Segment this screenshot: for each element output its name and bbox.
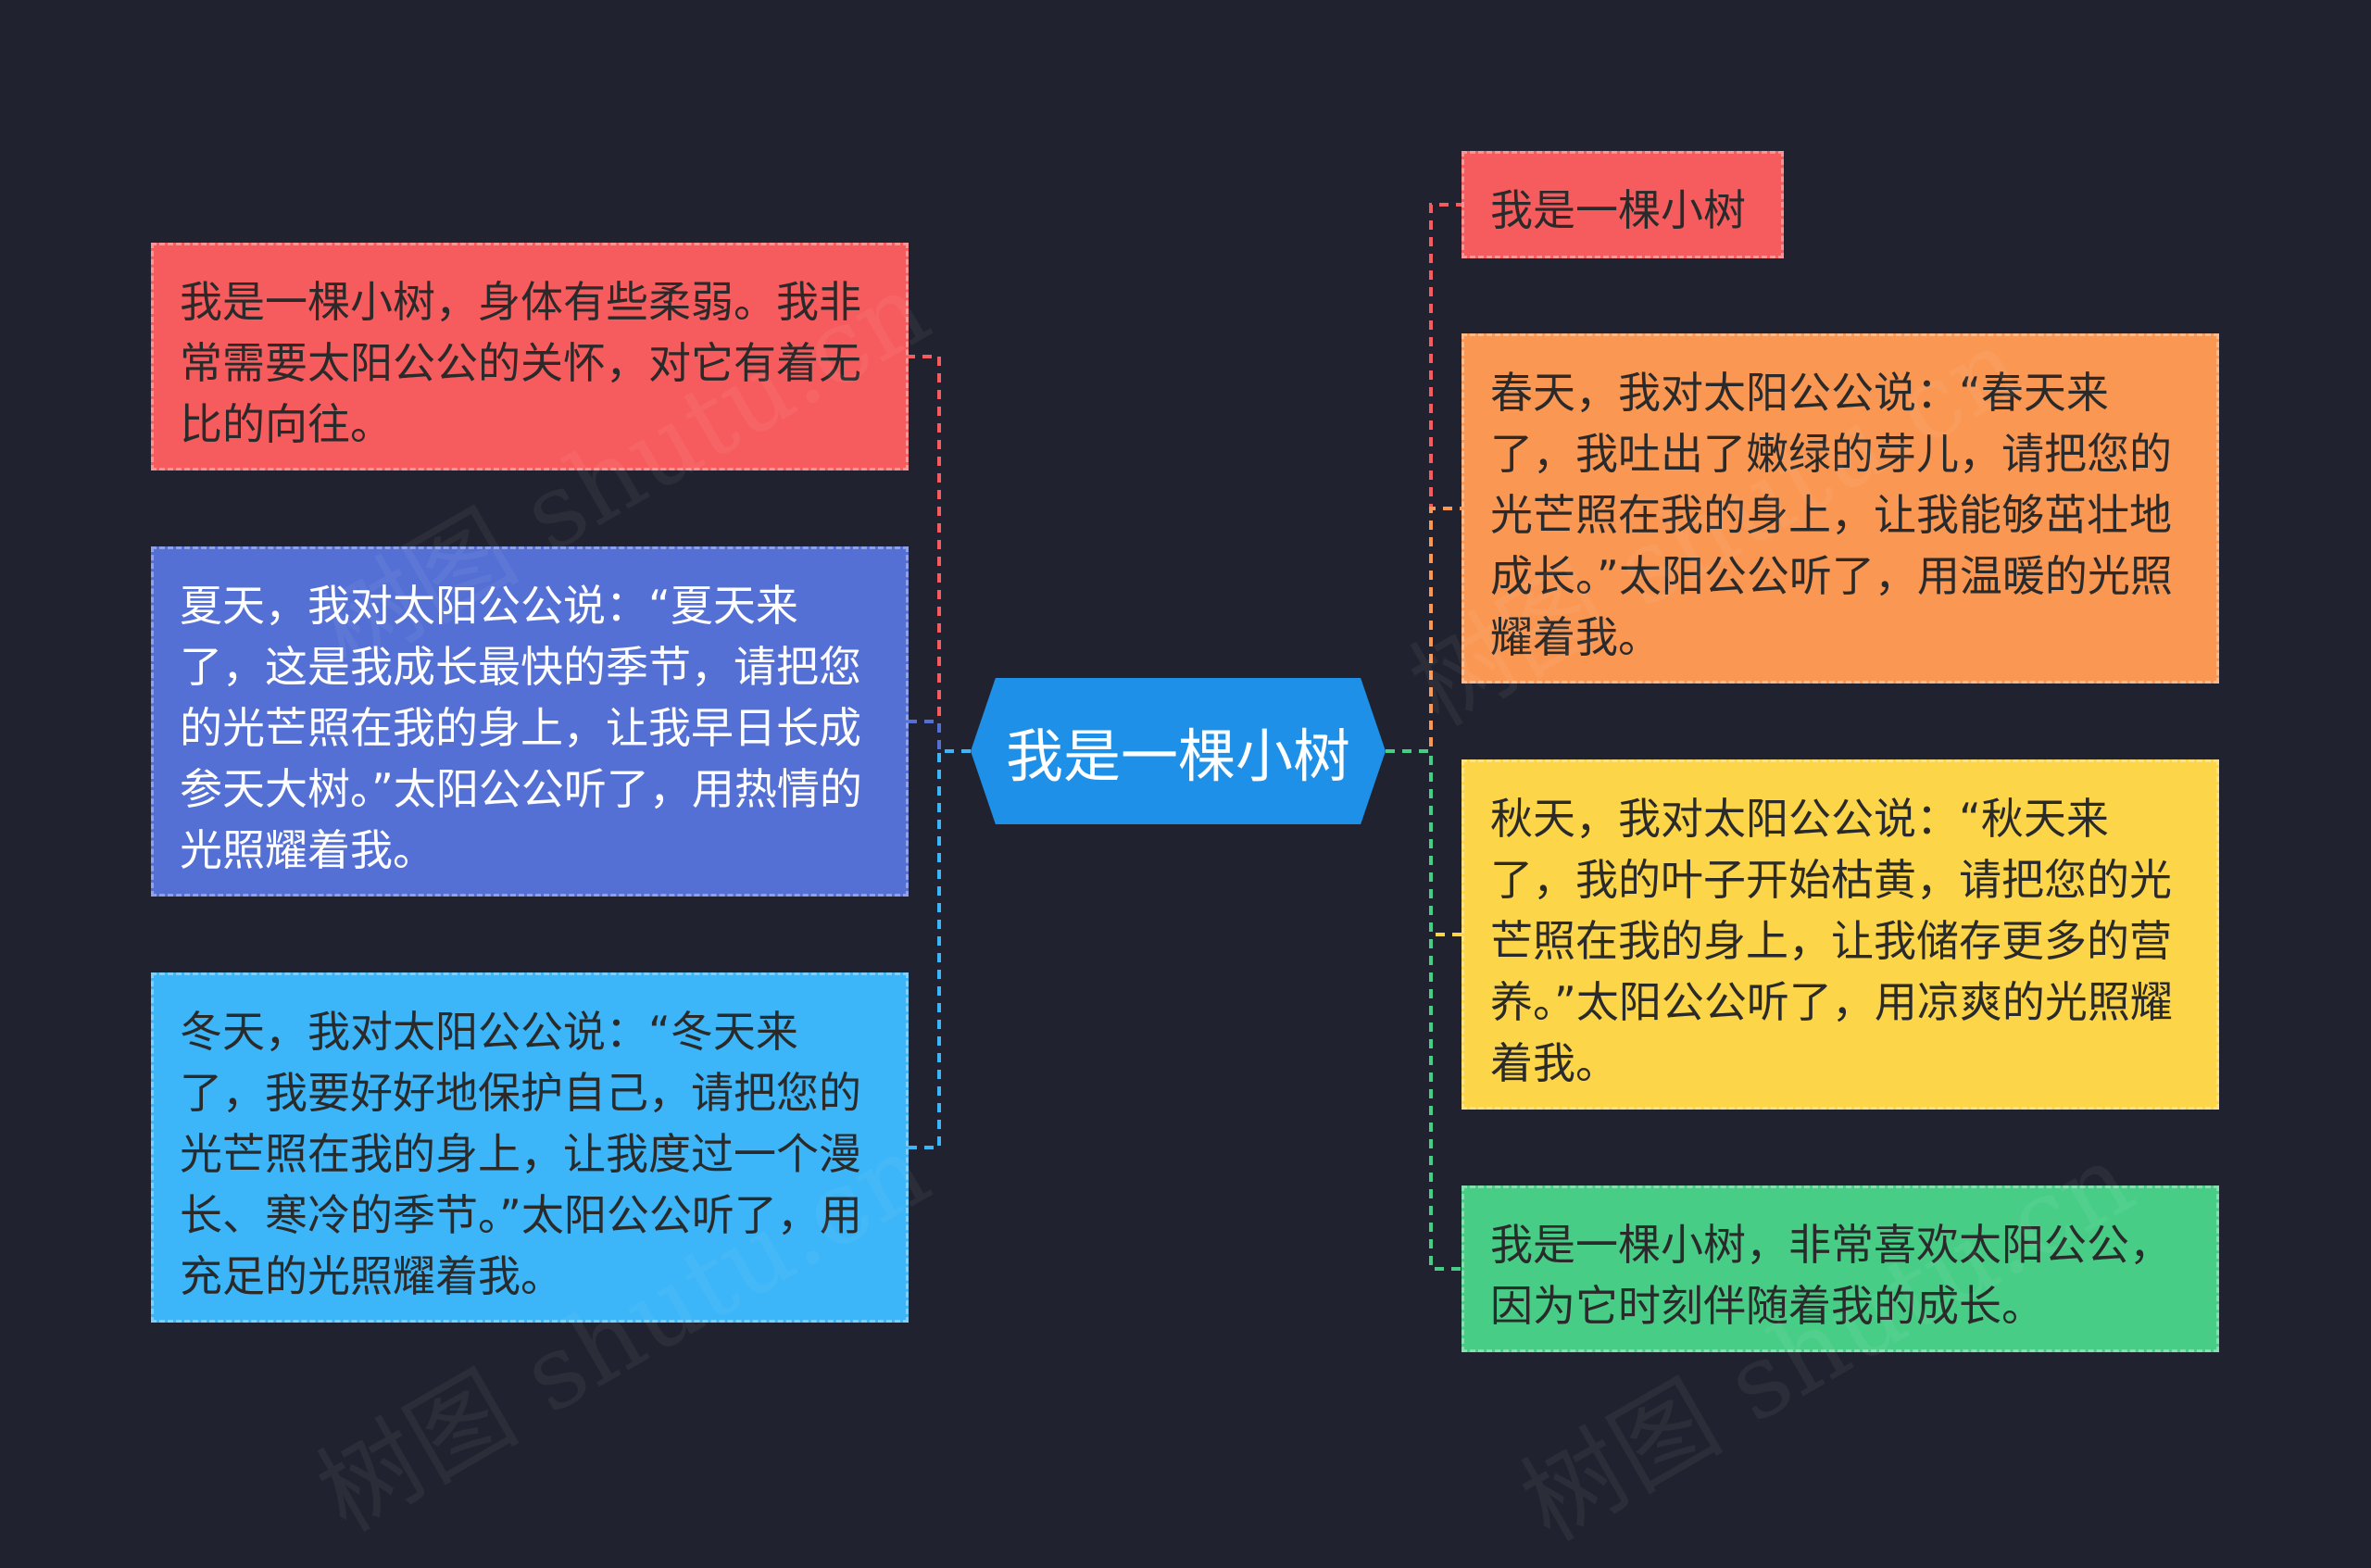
central-topic-text: 我是一棵小树 [1005, 722, 1350, 790]
left-node-summer-text: 夏天，我对太阳公公说：“夏天来了，这是我成长最快的季节，请把您的光芒照在我的身上… [180, 581, 862, 875]
left-node-winter-text: 冬天，我对太阳公公说：“冬天来了，我要好好地保护自己，请把您的光芒照在我的身上，… [180, 1007, 862, 1301]
left-node-summer[interactable]: 夏天，我对太阳公公说：“夏天来了，这是我成长最快的季节，请把您的光芒照在我的身上… [151, 546, 909, 897]
connector-right-2 [1386, 507, 1461, 753]
central-topic[interactable]: 我是一棵小树 [971, 678, 1386, 824]
right-node-autumn-text: 秋天，我对太阳公公说：“秋天来了，我的叶子开始枯黄，请把您的光芒照在我的身上，让… [1490, 794, 2173, 1088]
connector-lines [909, 203, 1461, 1271]
right-node-conclusion[interactable]: 我是一棵小树，非常喜欢太阳公公，因为它时刻伴随着我的成长。 [1461, 1185, 2219, 1352]
connector-right-4 [1386, 749, 1461, 1271]
right-node-title[interactable]: 我是一棵小树 [1461, 151, 1784, 258]
left-node-intro[interactable]: 我是一棵小树，身体有些柔弱。我非常需要太阳公公的关怀，对它有着无比的向往。 [151, 243, 909, 470]
connector-left-2 [909, 720, 971, 753]
right-node-spring[interactable]: 春天，我对太阳公公说：“春天来了，我吐出了嫩绿的芽儿，请把您的光芒照在我的身上，… [1461, 333, 2219, 684]
right-node-autumn[interactable]: 秋天，我对太阳公公说：“秋天来了，我的叶子开始枯黄，请把您的光芒照在我的身上，让… [1461, 759, 2219, 1110]
left-node-intro-text: 我是一棵小树，身体有些柔弱。我非常需要太阳公公的关怀，对它有着无比的向往。 [180, 277, 861, 449]
connector-left-3 [909, 749, 971, 1149]
mind-map: 我是一棵小树，身体有些柔弱。我非常需要太阳公公的关怀，对它有着无比的向往。 夏天… [151, 151, 2219, 1563]
right-node-title-text: 我是一棵小树 [1490, 185, 1746, 235]
left-node-winter[interactable]: 冬天，我对太阳公公说：“冬天来了，我要好好地保护自己，请把您的光芒照在我的身上，… [151, 972, 909, 1323]
connector-right-3 [1386, 749, 1461, 936]
connector-right-1 [1386, 203, 1461, 753]
right-node-conclusion-text: 我是一棵小树，非常喜欢太阳公公，因为它时刻伴随着我的成长。 [1490, 1220, 2172, 1331]
right-node-spring-text: 春天，我对太阳公公说：“春天来了，我吐出了嫩绿的芽儿，请把您的光芒照在我的身上，… [1490, 368, 2173, 662]
connector-left-1 [909, 355, 971, 753]
